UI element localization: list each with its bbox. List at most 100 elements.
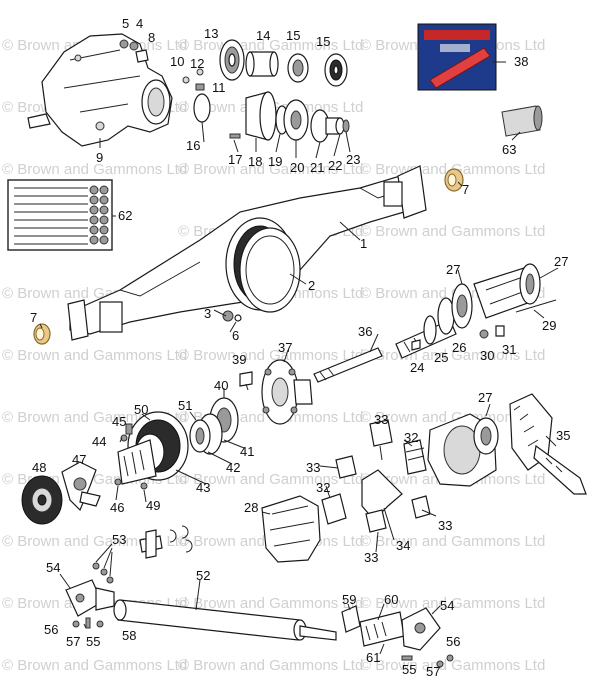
callout-54a: 54 <box>46 560 60 575</box>
callout-50: 50 <box>134 402 148 417</box>
watermark: © Brown and Gammons Ltd <box>178 347 363 364</box>
propeller-shaft <box>113 599 337 641</box>
callout-19: 19 <box>268 154 282 169</box>
callout-46: 46 <box>110 500 124 515</box>
callout-52: 52 <box>196 568 210 583</box>
callout-37: 37 <box>278 340 292 355</box>
callout-61: 61 <box>366 650 380 665</box>
callout-18: 18 <box>248 154 262 169</box>
callout-23: 23 <box>346 152 360 167</box>
nut-49 <box>140 482 148 490</box>
hub-assembly <box>189 359 313 455</box>
washer-23 <box>342 119 350 133</box>
callout-10: 10 <box>170 54 184 69</box>
callout-27c: 27 <box>478 390 492 405</box>
callout-33c: 33 <box>364 550 378 565</box>
stud-kit <box>7 179 113 251</box>
callout-7-left: 7 <box>30 310 37 325</box>
callout-51: 51 <box>178 398 192 413</box>
sealant-kit <box>417 23 497 91</box>
callout-39: 39 <box>232 352 246 367</box>
callout-8: 8 <box>148 30 155 45</box>
watermark: © Brown and Gammons Ltd <box>2 347 187 364</box>
callout-7-right: 7 <box>462 182 469 197</box>
callout-27a: 27 <box>446 262 460 277</box>
rear-cover <box>261 495 321 563</box>
callout-47: 47 <box>72 452 86 467</box>
plug-8 <box>135 49 149 63</box>
watermark: © Brown and Gammons Ltd <box>360 657 545 674</box>
callout-12: 12 <box>190 56 204 71</box>
callout-49: 49 <box>146 498 160 513</box>
flange-yoke-left <box>65 579 115 629</box>
nut-4 <box>129 41 139 51</box>
bearing-tube <box>501 105 543 137</box>
callout-22: 22 <box>328 158 342 173</box>
gear-33d <box>411 495 431 519</box>
callout-63: 63 <box>502 142 516 157</box>
callout-6: 6 <box>232 328 239 343</box>
callout-29: 29 <box>542 318 556 333</box>
callout-42: 42 <box>226 460 240 475</box>
half-shaft <box>313 347 383 383</box>
callout-45: 45 <box>112 414 126 429</box>
callout-16: 16 <box>186 138 200 153</box>
gear-32b <box>321 493 347 525</box>
watermark: © Brown and Gammons Ltd <box>360 223 545 240</box>
hub-cap <box>21 475 63 525</box>
callout-44: 44 <box>92 434 106 449</box>
callout-20: 20 <box>290 160 304 175</box>
callout-36: 36 <box>358 324 372 339</box>
bolt-45 <box>125 423 133 435</box>
universal-joint-kit <box>92 525 193 584</box>
callout-9: 9 <box>96 150 103 165</box>
drain-plug <box>222 310 242 322</box>
stub-43 <box>117 439 157 485</box>
seal-16 <box>193 93 211 123</box>
callout-13: 13 <box>204 26 218 41</box>
callout-15b: 15 <box>316 34 330 49</box>
differential-internals <box>321 393 587 533</box>
callout-41: 41 <box>240 444 254 459</box>
callout-48: 48 <box>32 460 46 475</box>
callout-33a: 33 <box>374 412 388 427</box>
callout-3: 3 <box>204 306 211 321</box>
boot-59 <box>341 605 361 633</box>
callout-32a: 32 <box>404 430 418 445</box>
callout-55a: 55 <box>86 634 100 649</box>
callout-24: 24 <box>410 360 424 375</box>
callout-14: 14 <box>256 28 270 43</box>
pinion-bearings <box>219 39 348 87</box>
watermark: © Brown and Gammons Ltd <box>178 657 363 674</box>
callout-60: 60 <box>384 592 398 607</box>
nut-11 <box>195 83 205 91</box>
leader-lines <box>39 61 559 655</box>
watermark: © Brown and Gammons Ltd <box>360 409 545 426</box>
bushing-right <box>444 168 464 192</box>
small-fixings-top <box>119 39 205 91</box>
callout-33d: 33 <box>438 518 452 533</box>
watermark: © Brown and Gammons Ltd <box>2 657 187 674</box>
callout-5: 5 <box>122 16 129 31</box>
watermark: © Brown and Gammons Ltd <box>178 595 363 612</box>
watermark: © Brown and Gammons Ltd <box>178 471 363 488</box>
gear-32 <box>403 439 427 475</box>
callout-62: 62 <box>118 208 132 223</box>
callout-33b: 33 <box>306 460 320 475</box>
gear-33 <box>369 419 393 447</box>
callout-2: 2 <box>308 278 315 293</box>
callout-15a: 15 <box>286 28 300 43</box>
callout-31: 31 <box>502 342 516 357</box>
callout-1: 1 <box>360 236 367 251</box>
callout-57b: 57 <box>426 664 440 679</box>
callout-56a: 56 <box>44 622 58 637</box>
callout-21: 21 <box>310 160 324 175</box>
knock-off-spinner <box>61 461 101 512</box>
spider-34 <box>361 469 403 521</box>
watermark: © Brown and Gammons Ltd <box>2 161 187 178</box>
callout-17: 17 <box>228 152 242 167</box>
callout-40: 40 <box>214 378 228 393</box>
callout-26: 26 <box>452 340 466 355</box>
callout-11: 11 <box>212 80 226 95</box>
